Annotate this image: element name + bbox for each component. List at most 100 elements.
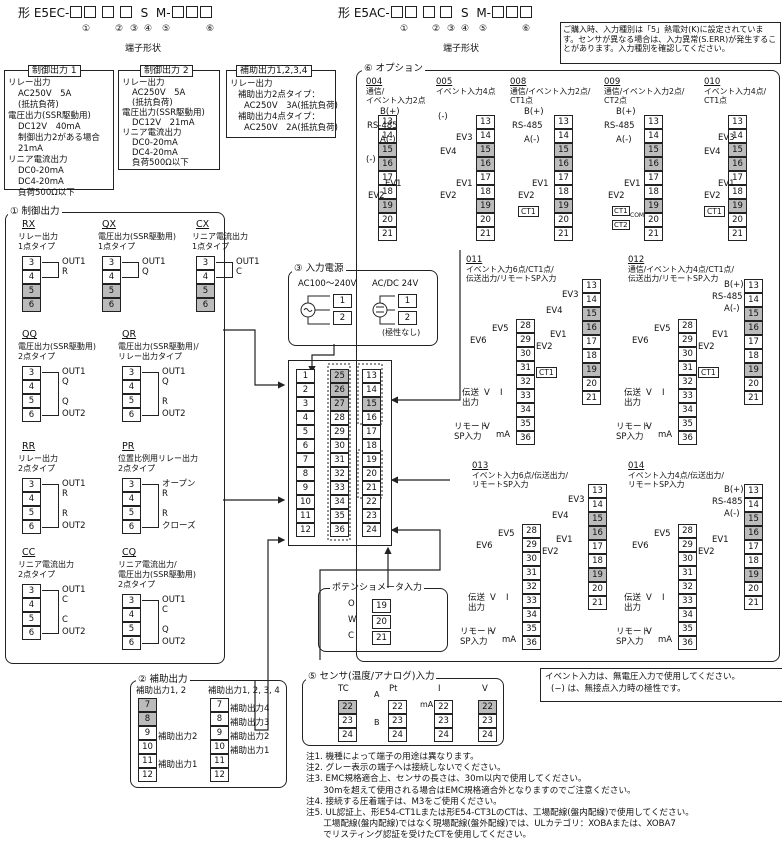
control-terminal-5: 5 (102, 284, 121, 298)
v-label: V (484, 388, 490, 398)
aux-col2-terminal-9: 9 (210, 726, 229, 740)
control-out-label: OUT2 (162, 637, 186, 647)
option-terminal-18: 18 (744, 554, 763, 568)
i-label: I (662, 593, 665, 603)
ev1-010: EV1 (718, 179, 735, 189)
option-terminal-18: 18 (378, 185, 397, 199)
control-terminal-6: 6 (22, 520, 41, 534)
main-terminal-7: 7 (296, 453, 315, 467)
option-terminal-14: 14 (554, 129, 573, 143)
ev4-010: EV4 (704, 147, 721, 157)
control-type-desc: 位置比例用リレー出力 (118, 454, 198, 463)
control-out-label: OUT1 (62, 257, 86, 267)
v-label-2: V (646, 627, 652, 637)
option-terminal-20: 20 (744, 582, 763, 596)
option-terminal-20: 20 (588, 582, 607, 596)
sensor-terminal-22: 22 (338, 700, 357, 714)
option-terminal-13: 13 (476, 115, 495, 129)
main-terminal-27: 27 (330, 397, 349, 411)
hdr-num-3: ③ (130, 24, 139, 34)
main-terminal-1: 1 (296, 369, 315, 383)
ct2-009: CT2 (612, 220, 630, 230)
aux-output-spec-lines: リレー出力補助出力2点タイプ：AC250V 3A(抵抗負荷)補助出力4点タイプ：… (230, 79, 338, 133)
control-terminal-4: 4 (22, 492, 41, 506)
main-terminal-30: 30 (330, 439, 349, 453)
remote-sp-1: リモート (616, 422, 651, 432)
sensor-terminal-22: 22 (388, 700, 407, 714)
control-type-code-cq: CQ (122, 547, 137, 558)
note-5b: 工場配線(盤内配線)ではなく現場配線(盤外配線)では、ULカテゴリ：XOBAまた… (306, 819, 676, 830)
com-009: COM (630, 212, 645, 219)
option-code-014: 014 (628, 461, 645, 471)
hdr-num-1b: ① (400, 24, 409, 34)
power-section-title: ③ 入力電源 (292, 263, 346, 275)
option-terminal-13: 13 (582, 279, 601, 293)
main-terminal-9: 9 (296, 481, 315, 495)
control-type-desc: 電圧出力(SSR駆動用) (98, 232, 176, 241)
control-type-code-cx: CX (196, 219, 210, 230)
option-terminal-13: 13 (644, 115, 663, 129)
ev4-label: EV4 (546, 306, 563, 316)
option-terminal-18: 18 (588, 554, 607, 568)
option-terminal-34: 34 (522, 608, 541, 622)
option-terminal-17: 17 (582, 335, 601, 349)
option-terminal-16: 16 (744, 526, 763, 540)
control-type-desc: リニア電流出力 (192, 232, 248, 241)
option-terminal-17: 17 (554, 171, 573, 185)
option-terminal-34: 34 (516, 403, 535, 417)
remote-sp-2: SP入力 (454, 432, 482, 442)
control-terminal-4: 4 (102, 270, 121, 284)
option-terminal-16: 16 (476, 157, 495, 171)
control-output-section-title: ① 制御出力 (8, 206, 62, 218)
main-terminal-15: 15 (362, 397, 381, 411)
remote-sp-1: リモート (616, 627, 651, 637)
option-terminal-32: 32 (516, 375, 535, 389)
transfer-out-1: 伝送 (624, 388, 642, 398)
sensor-terminal-24: 24 (388, 728, 407, 742)
option-terminal-35: 35 (522, 622, 541, 636)
ma-label: mA (658, 635, 673, 645)
option-code-011: 011 (466, 255, 483, 265)
ev3-label: EV3 (562, 290, 579, 300)
option-terminal-33: 33 (522, 594, 541, 608)
hdr-num-6b: ⑥ (522, 24, 531, 34)
aux-col2-terminal-12: 12 (210, 768, 229, 782)
option-terminal-21: 21 (554, 227, 573, 241)
sensor-terminal-22: 22 (434, 700, 453, 714)
sensor-terminal-22: 22 (478, 700, 497, 714)
ev3-005: EV3 (456, 133, 473, 143)
control-type-desc: 1点タイプ (98, 242, 136, 251)
option-terminal-19: 19 (644, 199, 663, 213)
control-terminal-6: 6 (196, 298, 215, 312)
power-ac-label: AC100～240V (298, 279, 357, 289)
control-type-code-rr: RR (22, 441, 36, 452)
aux-col2-title: 補助出力1, 2, 3, 4 (208, 686, 280, 696)
control-out-label: OUT2 (62, 409, 86, 419)
event-note-line-1: イベント入力は、無電圧入力で使用してください。 (545, 672, 740, 682)
option-terminal-13: 13 (378, 115, 397, 129)
option-terminal-34: 34 (678, 608, 697, 622)
option-desc: リモートSP入力 (628, 480, 685, 489)
ev1-004: EV1 (385, 179, 402, 189)
option-terminal-19: 19 (554, 199, 573, 213)
control-out-label: OUT2 (62, 521, 86, 531)
control-wire (42, 262, 59, 278)
control-terminal-5: 5 (122, 622, 141, 636)
option-terminal-35: 35 (678, 417, 697, 431)
option-terminal-36: 36 (516, 431, 535, 445)
ct1-big: CT1 (698, 367, 719, 378)
option-terminal-14: 14 (582, 293, 601, 307)
option-code-012: 012 (628, 255, 645, 265)
note-2: 注2. グレー表示の端子へは接続しないでください。 (306, 763, 506, 774)
control-type-code-qx: QX (102, 219, 116, 230)
control-output-section (5, 212, 225, 664)
control-output-2-box (118, 70, 220, 170)
option-terminal-13: 13 (728, 115, 747, 129)
control-type-code-qq: QQ (22, 329, 37, 340)
model-e5ec: 形 E5EC- S M- (18, 6, 213, 21)
option-terminal-20: 20 (476, 213, 495, 227)
control-wire (42, 484, 59, 528)
option-terminal-21: 21 (582, 391, 601, 405)
control-terminal-5: 5 (196, 284, 215, 298)
control-out-label: Q (62, 377, 69, 387)
